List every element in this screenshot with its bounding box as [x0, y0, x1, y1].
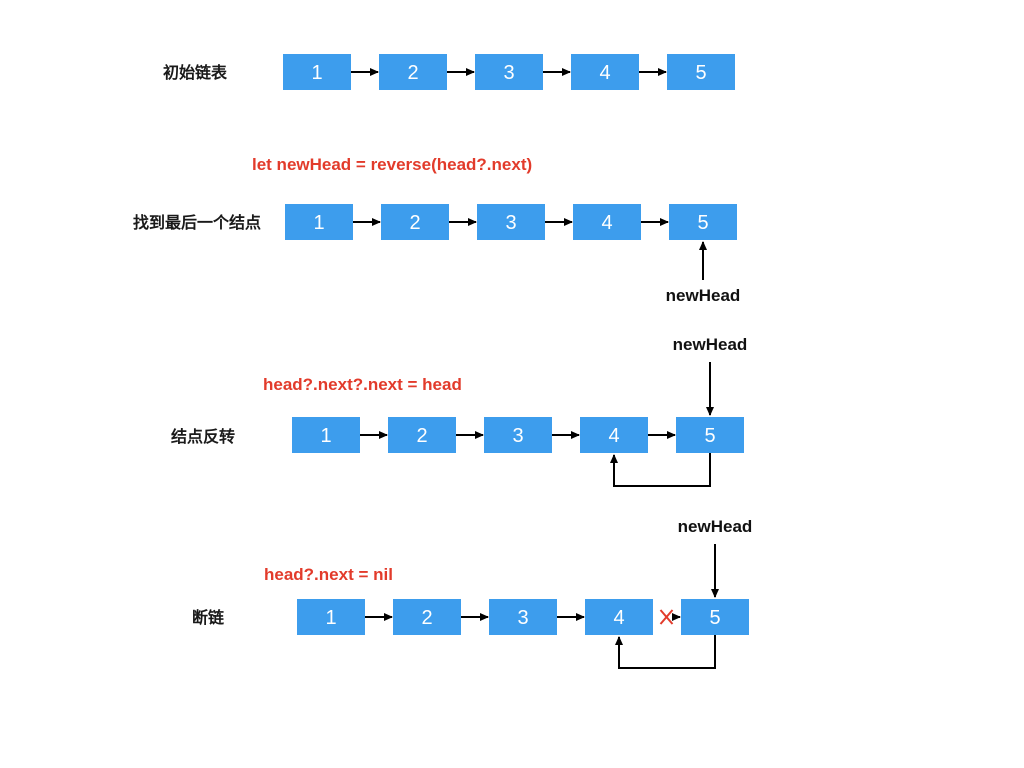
list-node	[580, 417, 648, 453]
list-node	[477, 204, 545, 240]
node-value: 3	[505, 212, 516, 234]
code-line: let newHead = reverse(head?.next)	[252, 155, 532, 174]
list-node	[283, 54, 351, 90]
list-node	[393, 599, 461, 635]
code-line: head?.next?.next = head	[263, 375, 462, 394]
node-value: 4	[601, 212, 612, 234]
row-break-link: head?.next = nil 断链	[192, 565, 393, 627]
row-label: 结点反转	[170, 427, 235, 446]
list-node	[573, 204, 641, 240]
node-value: 1	[320, 425, 331, 447]
node-value: 2	[416, 425, 427, 447]
row-find-last-node: let newHead = reverse(head?.next) 找到最后一个…	[133, 155, 532, 232]
list-node	[571, 54, 639, 90]
node-value: 1	[325, 607, 336, 629]
row-reverse-node: head?.next?.next = head 结点反转	[170, 375, 462, 446]
list-node	[484, 417, 552, 453]
list-node	[585, 599, 653, 635]
code-line: head?.next = nil	[264, 565, 393, 584]
node-value: 3	[503, 62, 514, 84]
list-node	[681, 599, 749, 635]
list-node	[667, 54, 735, 90]
list-node	[379, 54, 447, 90]
node-value: 2	[421, 607, 432, 629]
list-node	[475, 54, 543, 90]
node-value: 2	[409, 212, 420, 234]
node-value: 1	[311, 62, 322, 84]
node-value: 5	[704, 425, 715, 447]
node-value: 3	[517, 607, 528, 629]
back-link-arrow	[610, 453, 711, 487]
node-value: 5	[709, 607, 720, 629]
list-node	[292, 417, 360, 453]
row-label: 断链	[192, 608, 225, 627]
pointer-label: newHead	[673, 335, 748, 354]
back-link-arrow	[615, 635, 716, 669]
node-value: 4	[599, 62, 610, 84]
pointer-label: newHead	[678, 517, 753, 536]
node-value: 5	[697, 212, 708, 234]
node-value: 3	[512, 425, 523, 447]
pointer-label: newHead	[666, 286, 741, 305]
break-mark-icon	[659, 609, 674, 625]
node-value: 5	[695, 62, 706, 84]
row-label: 找到最后一个结点	[133, 213, 261, 232]
list-node	[676, 417, 744, 453]
list-node	[489, 599, 557, 635]
node-value: 4	[613, 607, 624, 629]
node-value: 1	[313, 212, 324, 234]
nodes-and-links: 1 2 3 4 5 1 2 3 4 5 newHead 1 2 3 4 5 newHead 1 2 3 4 5 newHea…	[283, 54, 753, 669]
node-value: 4	[608, 425, 619, 447]
list-node	[388, 417, 456, 453]
row-label: 初始链表	[163, 63, 228, 82]
list-node	[669, 204, 737, 240]
row-initial-list: 初始链表	[163, 63, 228, 82]
list-node	[285, 204, 353, 240]
node-value: 2	[407, 62, 418, 84]
list-node	[297, 599, 365, 635]
list-node	[381, 204, 449, 240]
